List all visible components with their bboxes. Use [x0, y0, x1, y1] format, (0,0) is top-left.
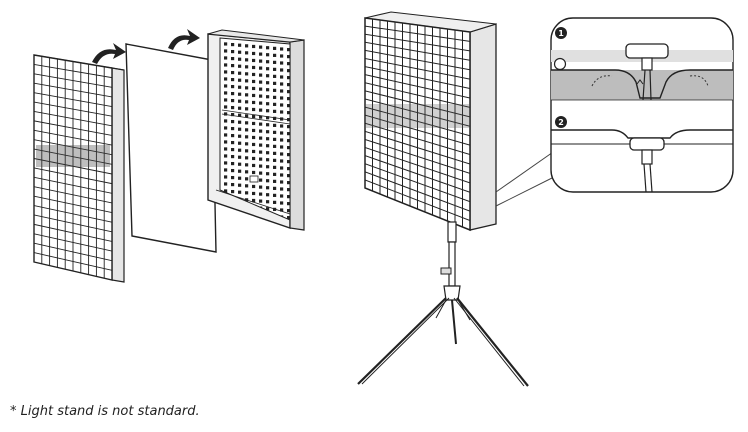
footnote-text: * Light stand is not standard.	[10, 404, 200, 419]
detail-callout: 1 2	[550, 17, 734, 193]
light-stand	[357, 221, 529, 387]
step-1-badge: 1	[555, 27, 567, 39]
diffuser-sheet	[125, 43, 217, 253]
arrow-icon	[168, 29, 200, 50]
arrow-icon	[92, 43, 126, 64]
grid-front-panel	[33, 54, 125, 283]
assembled-panel	[364, 11, 497, 232]
svg-text:2: 2	[558, 118, 564, 127]
svg-text:1: 1	[558, 29, 564, 38]
led-housing-box	[207, 29, 305, 231]
magnifier-callout	[495, 149, 557, 207]
step-2-badge: 2	[555, 116, 567, 128]
